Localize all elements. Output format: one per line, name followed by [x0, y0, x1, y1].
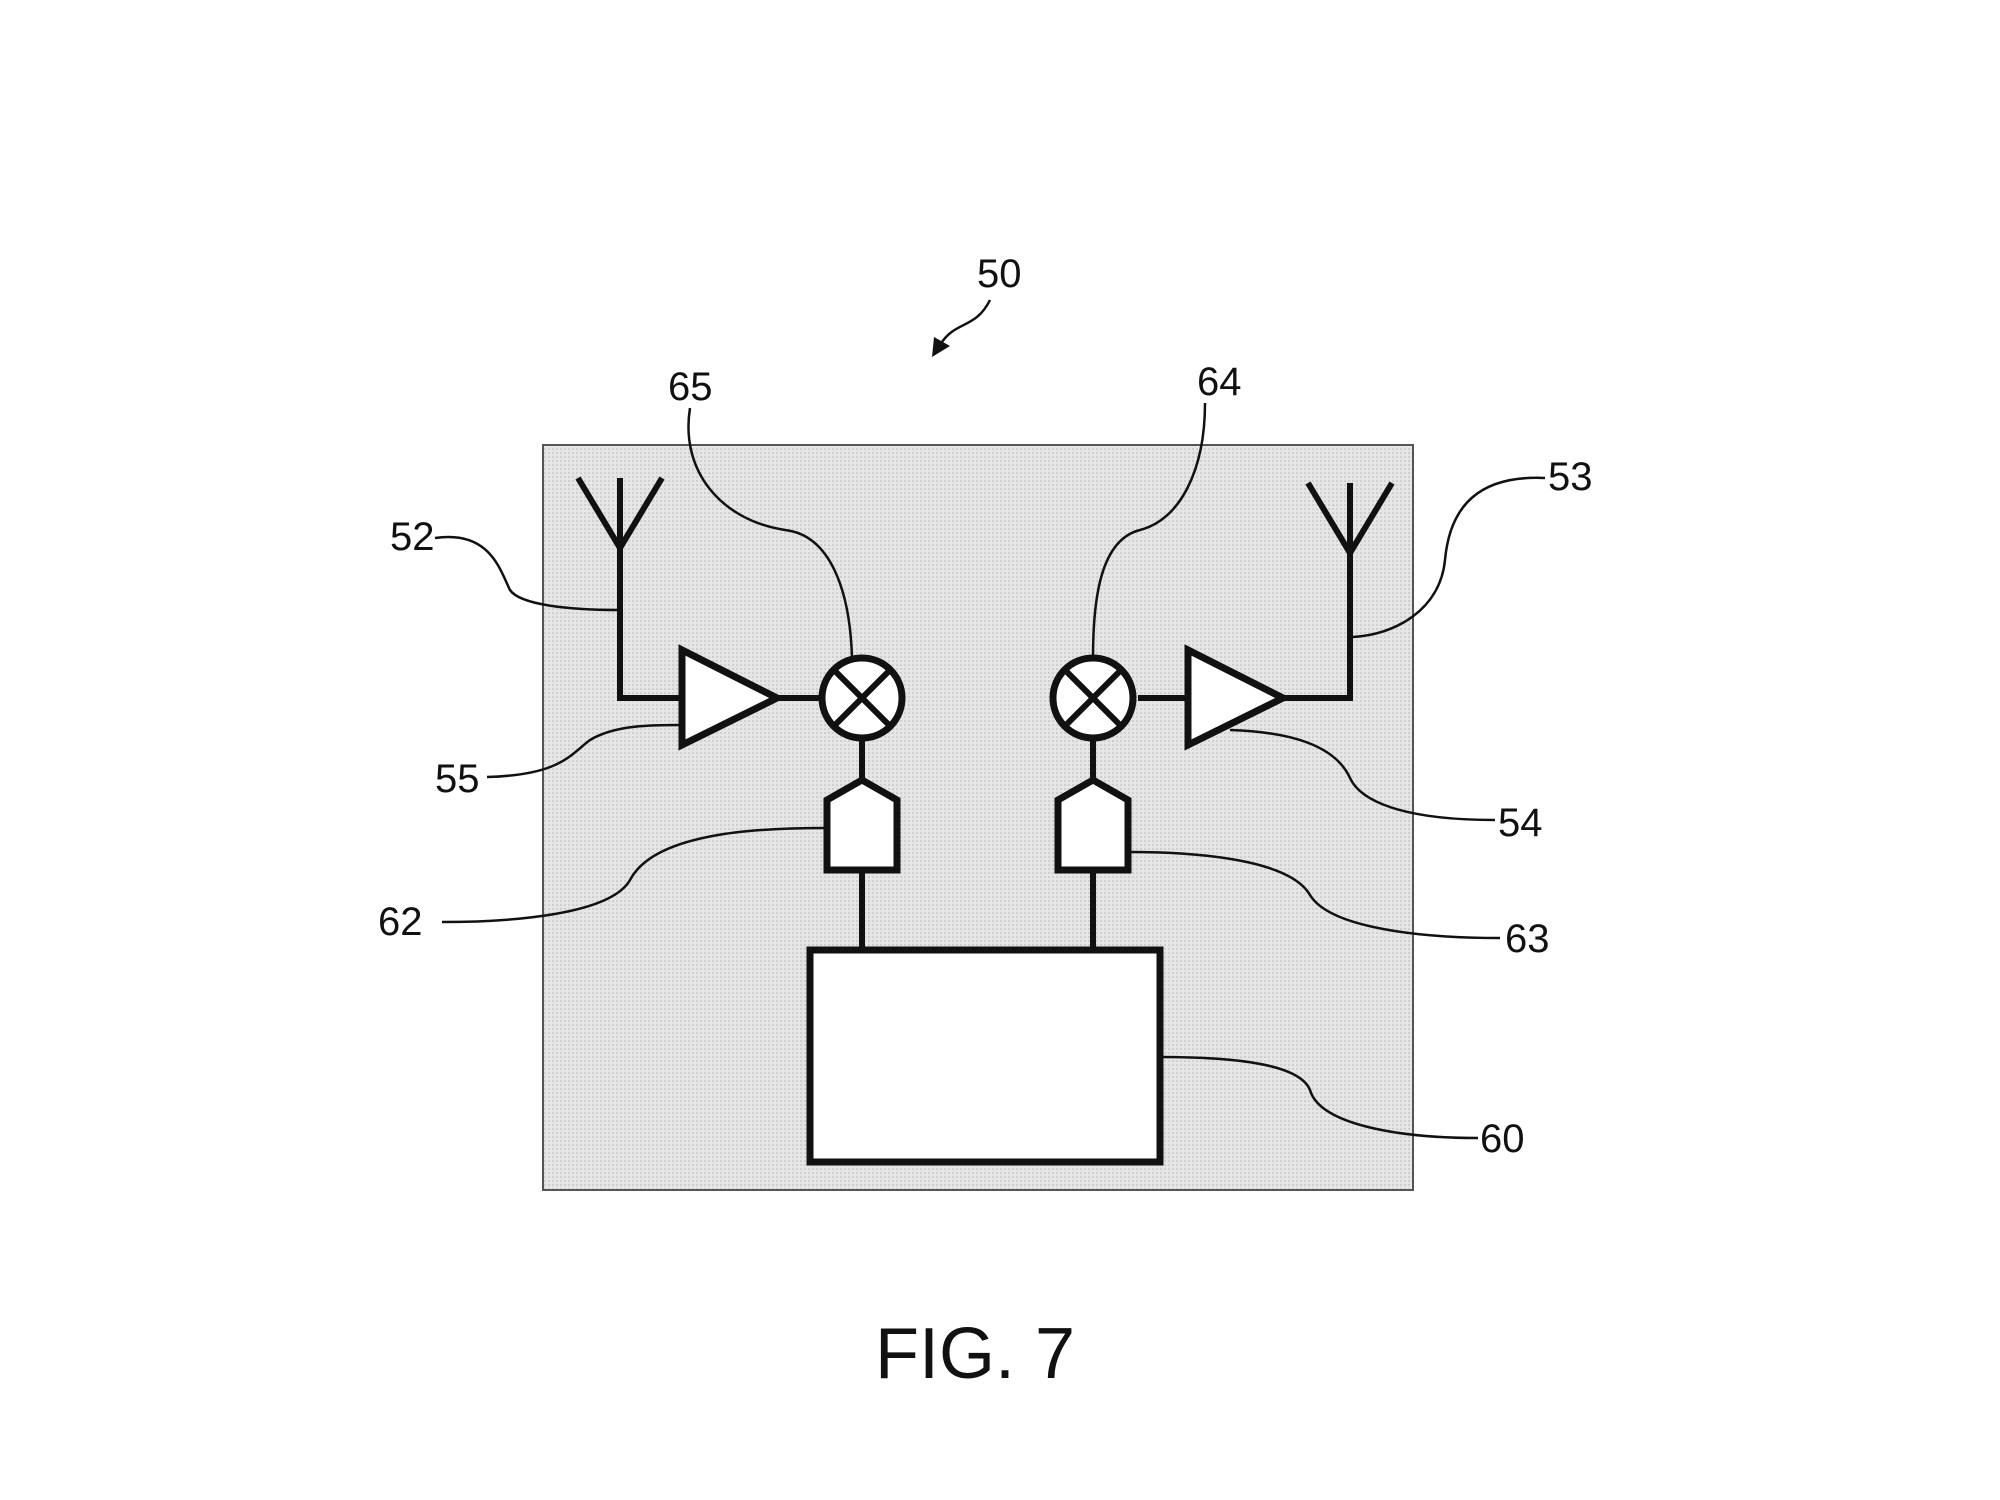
oscillator-right [1054, 775, 1132, 874]
device-arrow-line [938, 299, 992, 346]
ref-oscillator-left: 62 [378, 900, 423, 944]
ref-antenna-right: 53 [1548, 455, 1593, 499]
ref-mixer-right: 64 [1197, 360, 1242, 404]
leader-60 [1159, 1055, 1479, 1140]
leader-64 [1091, 402, 1207, 659]
device-arrowhead [932, 337, 950, 357]
ref-amp-right: 54 [1498, 801, 1543, 845]
ref-antenna-left: 52 [390, 515, 435, 559]
ref-oscillator-right: 63 [1505, 917, 1550, 961]
antenna-left [575, 476, 690, 701]
leader-63 [1129, 850, 1501, 940]
oscillator-left [823, 775, 901, 874]
ref-device: 50 [977, 252, 1022, 296]
ref-amp-left: 55 [435, 757, 480, 801]
mixer-left [818, 654, 906, 742]
leader-52 [434, 535, 619, 612]
controller-block [806, 946, 1164, 1166]
figure-caption: FIG. 7 [875, 1314, 1075, 1394]
ref-mixer-left: 65 [668, 365, 713, 409]
mixer-right [1049, 654, 1137, 742]
leader-54 [1229, 728, 1496, 822]
antenna-right [1280, 481, 1395, 701]
leader-53 [1351, 476, 1546, 639]
leader-62 [441, 826, 826, 924]
leader-65 [687, 407, 854, 659]
amplifier-left [678, 644, 785, 751]
leader-55 [486, 723, 683, 779]
ref-controller: 60 [1480, 1117, 1525, 1161]
